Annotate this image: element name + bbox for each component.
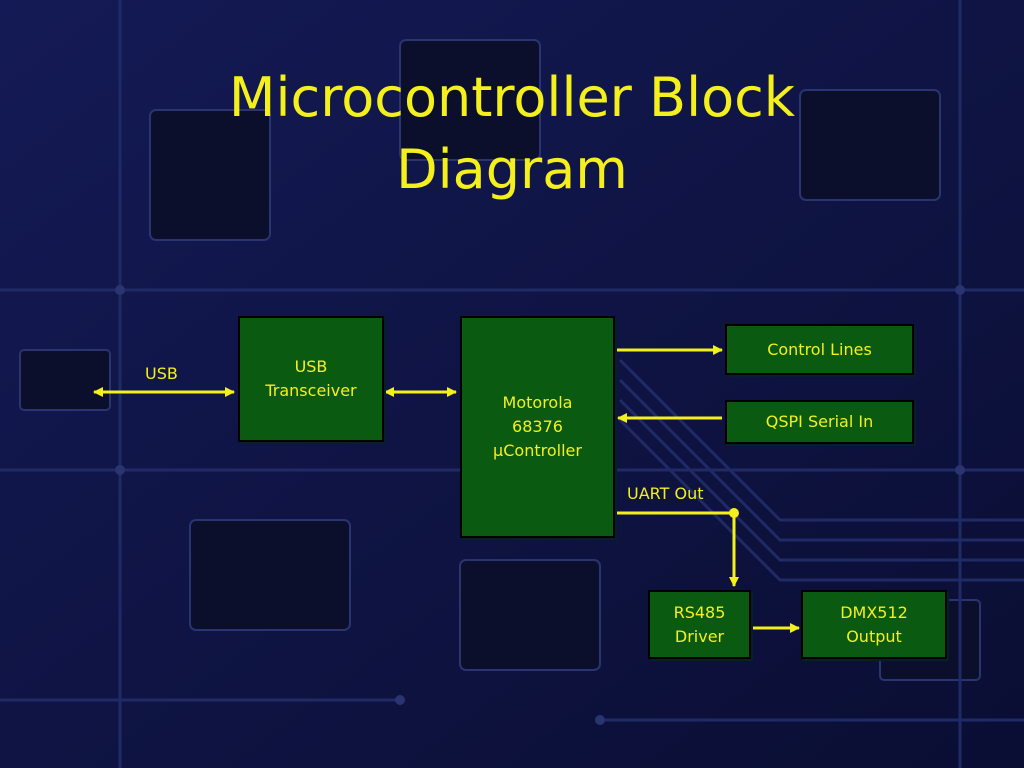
dmx512-output-block: DMX512 Output <box>801 590 947 659</box>
usb-transceiver-block: USB Transceiver <box>238 316 384 442</box>
uart-out-label: UART Out <box>627 484 704 503</box>
slide-title: Microcontroller Block Diagram <box>228 66 796 201</box>
qspi-serial-in-block: QSPI Serial In <box>725 400 914 444</box>
control-lines-block: Control Lines <box>725 324 914 375</box>
rs485-driver-block: RS485 Driver <box>648 590 751 659</box>
usb-label: USB <box>145 364 178 383</box>
uart-out-line <box>616 511 739 587</box>
microcontroller-block: Motorola 68376 μController <box>460 316 615 538</box>
uart-junction-dot <box>729 508 739 518</box>
